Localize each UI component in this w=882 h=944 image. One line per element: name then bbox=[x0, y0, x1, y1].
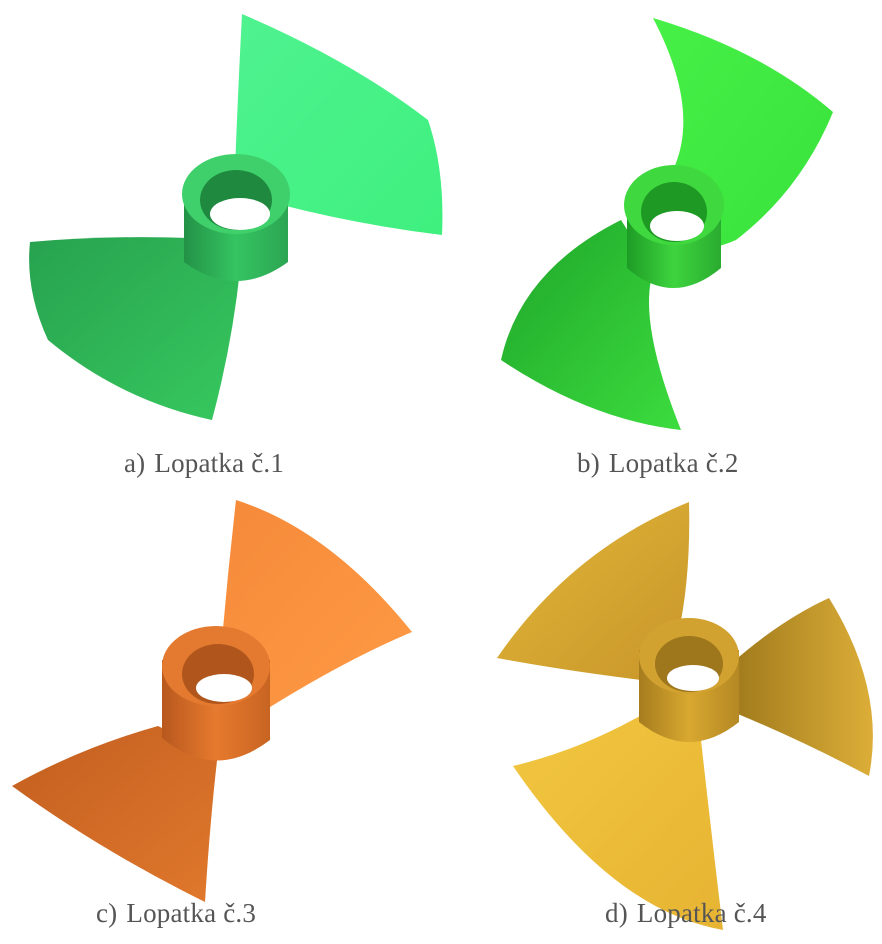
impeller-1-figure: a) Lopatka č.1 bbox=[0, 0, 443, 478]
impeller-4-figure: d) Lopatka č.4 bbox=[441, 490, 882, 944]
figure-4-label: Lopatka č.4 bbox=[636, 898, 767, 928]
blade-lower bbox=[29, 237, 240, 420]
blade-lower bbox=[12, 726, 218, 902]
impeller-2-figure: b) Lopatka č.2 bbox=[441, 0, 882, 478]
figure-3-caption: c) Lopatka č.3 bbox=[96, 898, 256, 929]
figure-4-letter: d) bbox=[605, 898, 628, 928]
impeller-3-figure: c) Lopatka č.3 bbox=[0, 490, 441, 944]
impeller-3-image bbox=[12, 500, 412, 902]
impeller-4-image bbox=[497, 502, 873, 930]
impeller-1-image bbox=[29, 14, 443, 420]
figure-4-caption: d) Lopatka č.4 bbox=[605, 898, 767, 929]
figure-3-label: Lopatka č.3 bbox=[126, 898, 257, 928]
blade-upper-left bbox=[497, 502, 690, 680]
figure-1-label: Lopatka č.1 bbox=[154, 448, 285, 478]
figure-3-letter: c) bbox=[96, 898, 118, 928]
figure-2-caption: b) Lopatka č.2 bbox=[577, 448, 739, 479]
blade-upper bbox=[235, 14, 443, 235]
blade-lower bbox=[513, 712, 723, 930]
figure-2-letter: b) bbox=[577, 448, 600, 478]
blade-upper bbox=[222, 500, 412, 712]
figure-2-label: Lopatka č.2 bbox=[608, 448, 739, 478]
impeller-2-image bbox=[501, 18, 833, 430]
figure-1-caption: a) Lopatka č.1 bbox=[124, 448, 284, 479]
figure-1-letter: a) bbox=[124, 448, 146, 478]
blade-right bbox=[733, 598, 873, 776]
